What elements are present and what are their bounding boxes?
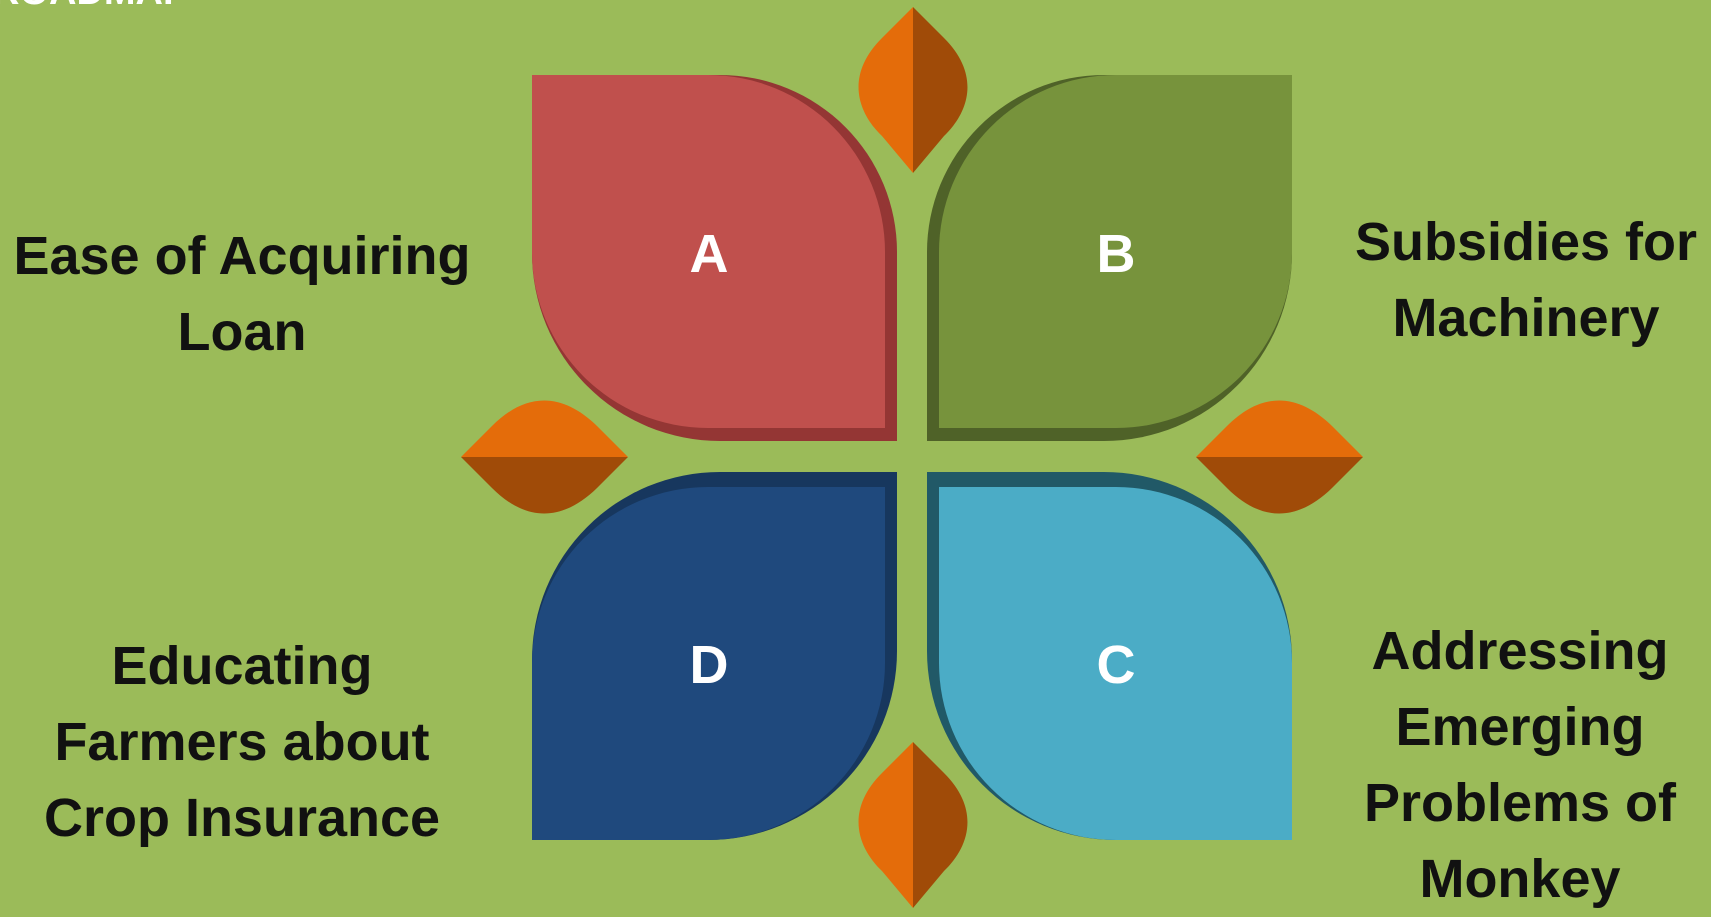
label-c-line-4: Monkey [1419,849,1621,909]
label-d-line-2: Farmers about [54,712,430,772]
petal-d [532,487,885,840]
left-diamond [461,400,628,514]
label-a-line-2: Loan [177,302,307,362]
petal-c-letter: C [1097,635,1136,695]
label-a: Ease of Acquiring Loan [0,218,484,370]
petal-a [532,75,885,428]
label-b-line-1: Subsidies for [1354,212,1698,272]
label-c-line-2: Emerging [1395,697,1645,757]
label-d-line-1: Educating [111,636,373,696]
label-c: Addressing Emerging Problems of Monkey [1340,613,1700,917]
petal-b [939,75,1292,428]
label-c-line-3: Problems of [1363,773,1677,833]
petal-a-letter: A [690,224,729,284]
label-b: Subsidies for Machinery [1340,204,1711,356]
page-title: ROADMAP [0,0,188,14]
bottom-diamond [858,742,968,908]
label-d-line-3: Crop Insurance [43,788,441,848]
label-d: Educating Farmers about Crop Insurance [0,628,484,856]
petal-b-letter: B [1097,224,1136,284]
top-diamond [858,7,968,173]
petal-d-letter: D [690,635,729,695]
label-c-line-1: Addressing [1371,621,1669,681]
petal-c [939,487,1292,840]
right-diamond [1196,400,1363,514]
label-b-line-2: Machinery [1392,288,1660,348]
label-a-line-1: Ease of Acquiring [13,226,471,286]
